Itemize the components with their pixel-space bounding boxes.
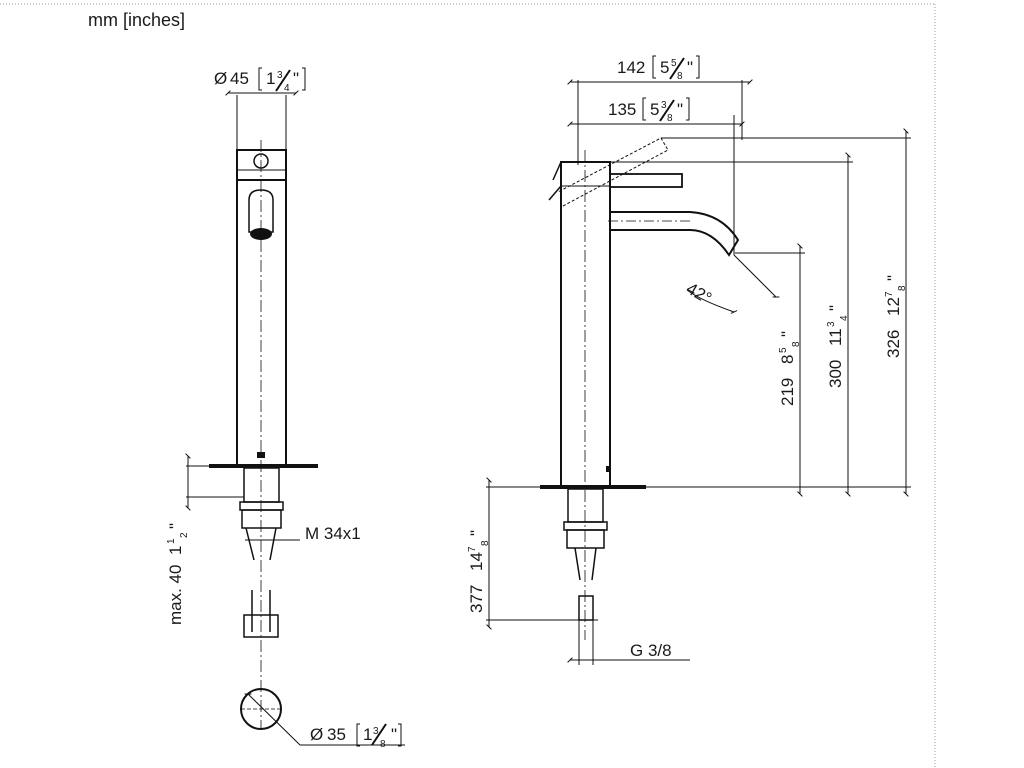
dim-total-height: 326 12 7 8 " — [661, 128, 911, 497]
dim-body-height-inch: 11 — [826, 328, 845, 346]
dim-base-diameter-num: 3 — [373, 726, 379, 737]
dim-total-height-inch: 12 — [884, 297, 903, 316]
svg-text:300 11 3: 300 11 3 4 " — [819, 305, 851, 388]
angle-label: 42° — [683, 279, 715, 308]
svg-text:326 12 7: 326 12 7 8 " — [877, 275, 909, 358]
dim-total-height-num: 7 — [884, 291, 895, 297]
side-view: 142 5 5 8 " 135 5 3 8 " — [460, 51, 911, 665]
dim-top-diameter-inch: 1 — [266, 69, 275, 88]
dim-max-depth: max. 40 1 1 2 " — [159, 453, 244, 625]
dim-top-diameter: Ø 45 1 3 4 " — [214, 63, 306, 150]
dim-total-height-quote: " — [884, 275, 903, 281]
dim-top-diameter-mm: 45 — [230, 69, 249, 88]
dim-spout-height-inch: 8 — [778, 355, 797, 364]
dim-reach-total-quote: " — [687, 58, 693, 77]
connection-label: G 3/8 — [630, 641, 672, 660]
dim-max-depth-inch: 1 — [166, 546, 185, 555]
diameter-symbol: Ø — [310, 725, 323, 744]
dim-max-depth-quote: " — [166, 523, 185, 529]
svg-text:Ø 45 1: Ø 45 1 3 4 " — [214, 63, 299, 95]
side-lever — [609, 173, 683, 188]
dim-max-depth-den: 2 — [179, 532, 190, 538]
dim-base-diameter-inch: 1 — [363, 725, 372, 744]
dim-top-diameter-den: 4 — [284, 83, 290, 94]
thread-label: M 34x1 — [305, 524, 361, 543]
diameter-symbol: Ø — [214, 69, 227, 88]
svg-text:142 5 5: 142 5 5 8 " — [617, 51, 693, 83]
svg-text:377 14 7: 377 14 7 8 " — [460, 530, 492, 613]
dim-max-depth-prefix: max. 40 — [166, 565, 185, 625]
dim-hose-length-quote: " — [467, 530, 486, 536]
dim-hose-length-num: 7 — [467, 546, 478, 552]
dim-reach-total-num: 5 — [671, 58, 677, 69]
dim-total-height-mm: 326 — [884, 330, 903, 358]
dim-body-height: 300 11 3 4 " — [610, 152, 853, 497]
dim-spout-height-den: 8 — [791, 341, 802, 347]
dim-base-diameter-quote: " — [391, 725, 397, 744]
dim-reach-spout-inch: 5 — [650, 100, 659, 119]
dim-spout-height: 219 8 5 8 " — [735, 243, 805, 497]
dim-reach-total: 142 5 5 8 " — [567, 51, 753, 165]
dim-base-diameter-mm: 35 — [327, 725, 346, 744]
dim-hose-length-mm: 377 — [467, 585, 486, 613]
side-body — [560, 161, 611, 487]
dim-reach-spout-mm: 135 — [608, 100, 636, 119]
dim-angle: 42° — [683, 254, 780, 314]
dim-reach-total-mm: 142 — [617, 58, 645, 77]
dim-connection: G 3/8 — [567, 620, 690, 665]
svg-text:max. 40 1 1: max. 40 1 1 2 " — [159, 523, 191, 625]
svg-text:Ø 35 1: Ø 35 1 3 8 " — [310, 719, 397, 751]
front-view: Ø 45 1 3 4 " — [159, 63, 405, 751]
dim-spout-height-mm: 219 — [778, 378, 797, 406]
svg-text:135 5 3: 135 5 3 8 " — [608, 93, 683, 125]
dim-reach-spout-quote: " — [677, 100, 683, 119]
dim-body-height-mm: 300 — [826, 360, 845, 388]
dim-body-height-quote: " — [826, 305, 845, 311]
front-body — [236, 179, 287, 466]
dim-reach-total-den: 8 — [677, 71, 683, 82]
side-lever-raised — [557, 137, 669, 207]
dim-base-diameter-den: 8 — [380, 739, 386, 750]
dim-reach-total-inch: 5 — [660, 58, 669, 77]
dim-hose-length-den: 8 — [480, 540, 491, 546]
dim-top-diameter-quote: " — [293, 69, 299, 88]
dim-reach-spout-den: 8 — [667, 113, 673, 124]
dim-hose-length-inch: 14 — [467, 552, 486, 571]
dim-body-height-den: 4 — [839, 315, 850, 321]
dim-spout-height-quote: " — [778, 331, 797, 337]
dim-total-height-den: 8 — [897, 285, 908, 291]
side-spout — [610, 211, 740, 257]
front-base-circle: Ø 35 1 3 8 " — [240, 688, 405, 751]
dim-reach-spout-num: 3 — [661, 100, 667, 111]
dim-spout-height-num: 5 — [778, 347, 789, 353]
svg-text:219 8 5: 219 8 5 8 " — [771, 331, 803, 406]
dim-max-depth-num: 1 — [166, 538, 177, 544]
dim-top-diameter-num: 3 — [277, 70, 283, 81]
dim-thread: M 34x1 — [245, 524, 361, 543]
front-spout-opening — [248, 189, 274, 233]
units-label: mm [inches] — [88, 10, 185, 30]
dim-body-height-num: 3 — [826, 321, 837, 327]
dim-hose-length: 377 14 7 8 " — [460, 477, 598, 630]
